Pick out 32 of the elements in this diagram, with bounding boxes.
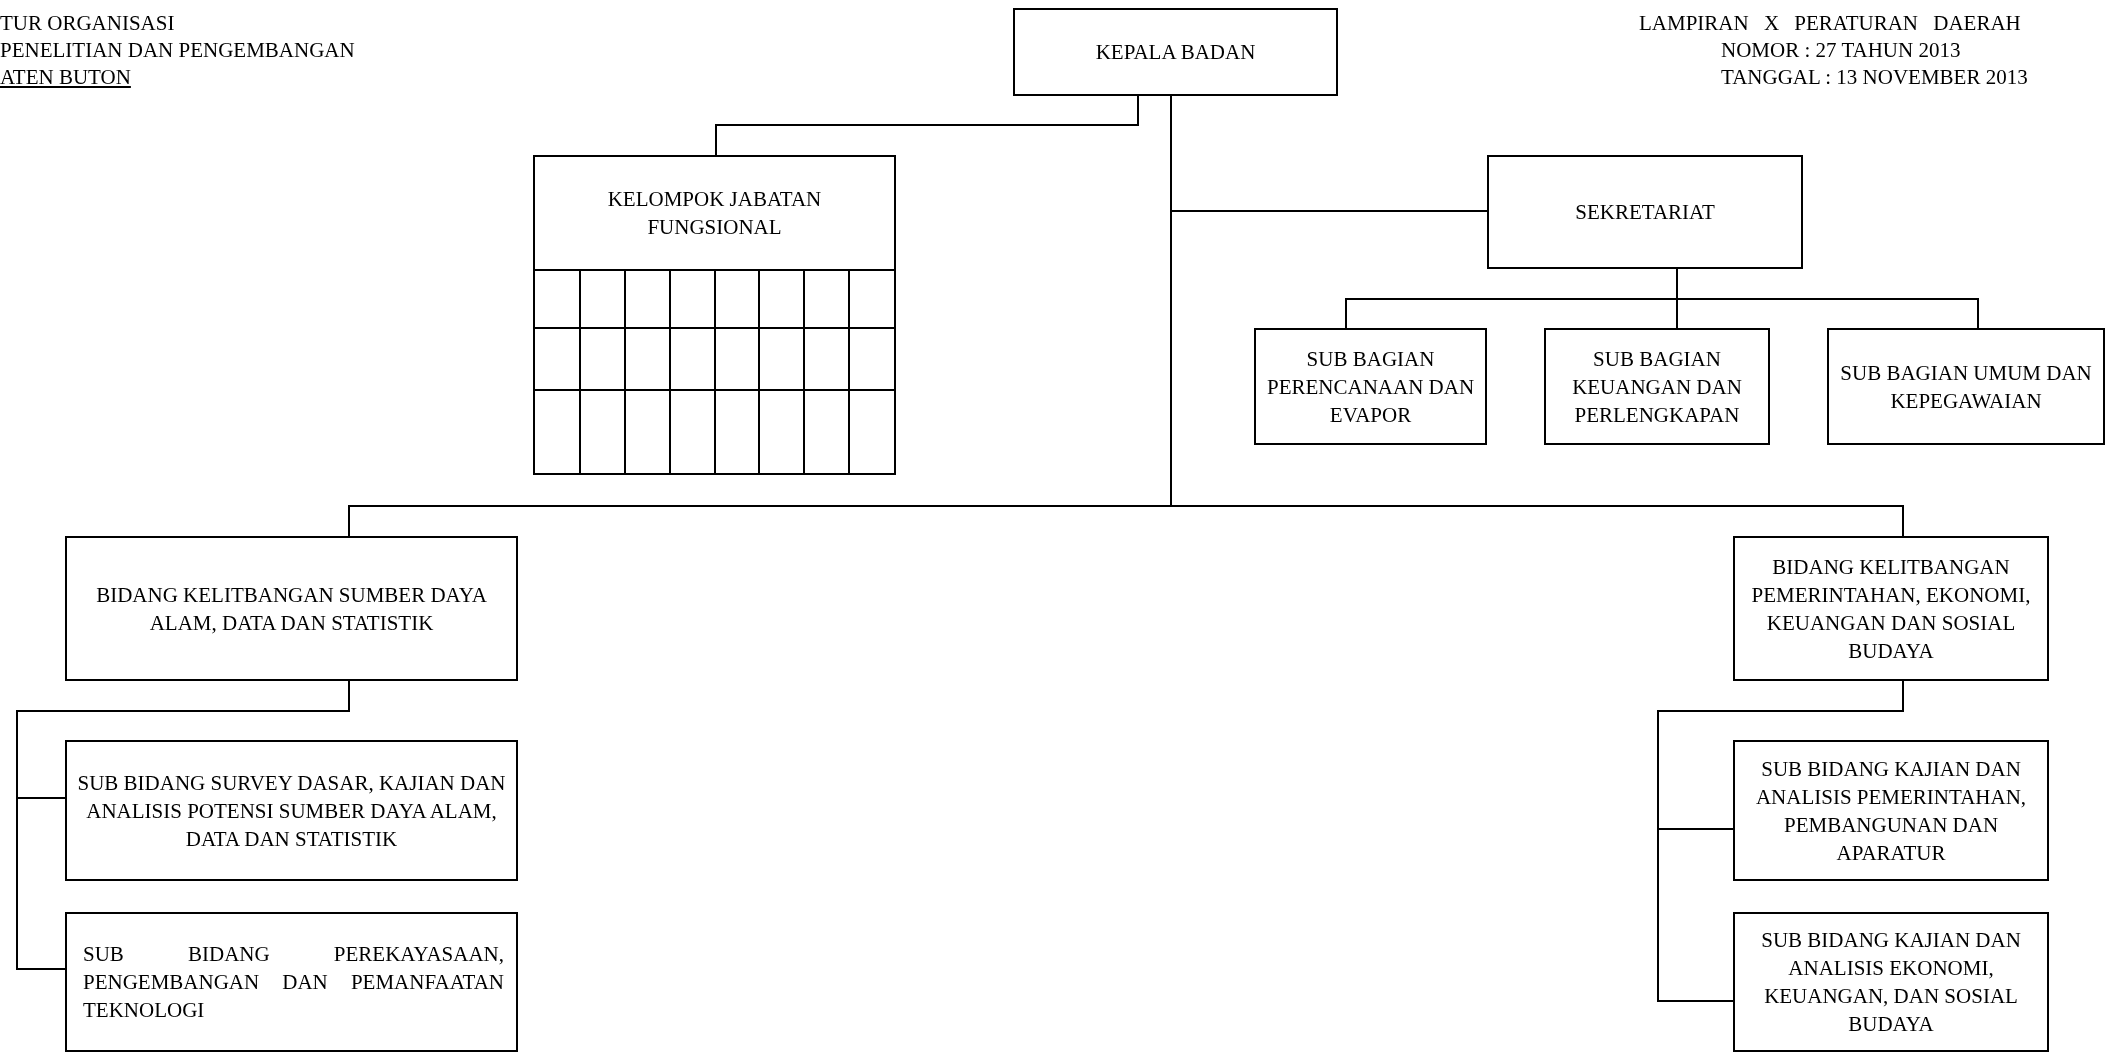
unit-title: BIDANG KELITBANGAN SUMBER DAYA ALAM, DATA DAN STATISTIK bbox=[95, 581, 488, 637]
unit-title: SUB BIDANG PEREKAYASAAN, PENGEMBANGAN DAN PEMANFAATAN TEKNOLOGI bbox=[82, 941, 505, 1024]
header-text: PENELITIAN DAN PENGEMBANGAN bbox=[0, 37, 355, 64]
unit-box bbox=[1827, 328, 2105, 445]
group-box bbox=[533, 155, 896, 475]
division-box bbox=[1733, 536, 2049, 681]
unit-title: SUB BIDANG KAJIAN DAN ANALISIS PEMERINTAHAN, PEMBANGUNAN DAN APARATUR bbox=[1754, 755, 2028, 867]
unit-box bbox=[1733, 740, 2049, 881]
unit-title: SEKRETARIAT bbox=[1574, 199, 1716, 226]
connector-line bbox=[1676, 268, 1979, 329]
head-box bbox=[1013, 8, 1338, 96]
unit-title: KEPALA BADAN bbox=[1094, 39, 1257, 66]
unit-title: KELOMPOK JABATAN FUNGSIONAL bbox=[606, 186, 823, 241]
unit-title: SUB BIDANG KAJIAN DAN ANALISIS EKONOMI, KEUANGAN, DAN SOSIAL BUDAYA bbox=[1760, 927, 2022, 1038]
unit-box bbox=[1254, 328, 1487, 445]
unit-title: SUB BAGIAN KEUANGAN DAN PERLENGKAPAN bbox=[1571, 345, 1743, 429]
unit-title: BIDANG KELITBANGAN PEMERINTAHAN, EKONOMI, KEUANGAN DAN SOSIAL BUDAYA bbox=[1750, 553, 2032, 665]
unit-box bbox=[1544, 328, 1770, 445]
unit-box bbox=[1733, 912, 2049, 1052]
header-text: TANGGAL : 13 NOVEMBER 2013 bbox=[1721, 64, 2028, 91]
unit-box bbox=[65, 912, 518, 1052]
secretariat-box bbox=[1487, 155, 1803, 269]
connector-line bbox=[715, 95, 1139, 156]
unit-title: SUB BAGIAN UMUM DAN KEPEGAWAIAN bbox=[1839, 359, 2093, 415]
unit-title: SUB BIDANG SURVEY DASAR, KAJIAN DAN ANALISIS POTENSI SUMBER DAYA ALAM, DATA DAN STATISTIK bbox=[76, 769, 507, 853]
unit-box bbox=[65, 740, 518, 881]
unit-title: SUB BAGIAN PERENCANAAN DAN EVAPOR bbox=[1265, 345, 1476, 429]
header-text: LAMPIRAN X PERATURAN DAERAH bbox=[1639, 10, 2021, 37]
header-text: NOMOR : 27 TAHUN 2013 bbox=[1721, 37, 1961, 64]
division-box bbox=[65, 536, 518, 681]
header-text: ATEN BUTON bbox=[0, 64, 131, 91]
header-text: TUR ORGANISASI bbox=[0, 10, 175, 37]
